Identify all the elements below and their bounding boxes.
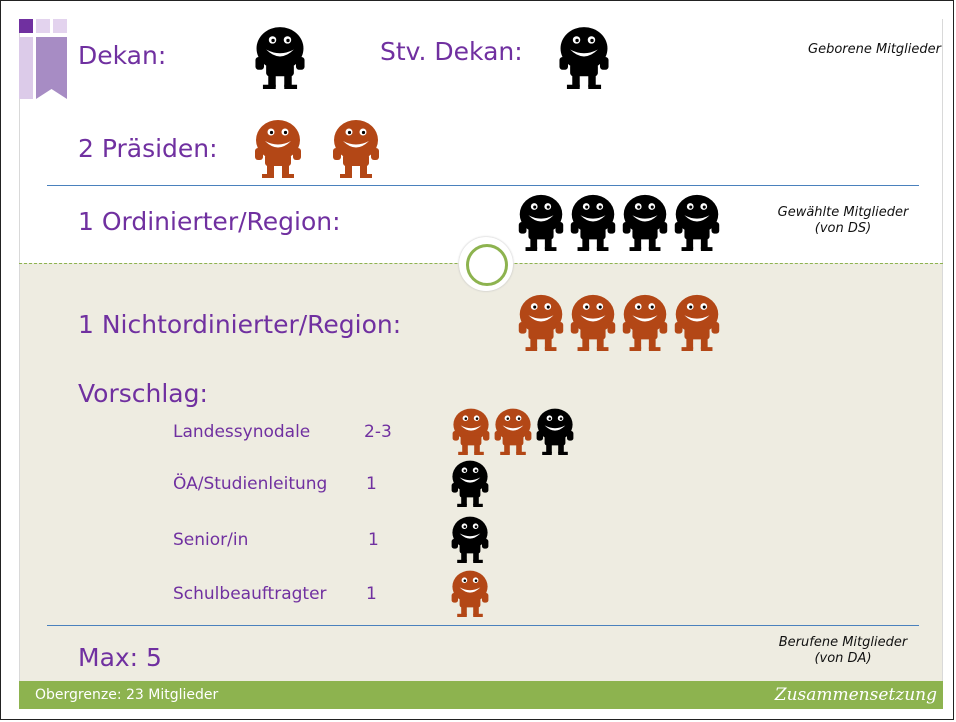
ordinierter-label: 1 Ordinierter/Region: — [78, 207, 341, 236]
smiling-figure-icon — [671, 293, 723, 351]
smiling-figure-icon — [331, 118, 381, 178]
footer-obergrenze: Obergrenze: 23 Mitglieder — [35, 687, 219, 703]
gewaehlte-note-line1: Gewählte Mitglieder — [777, 205, 909, 220]
smiling-figure-icon — [534, 407, 576, 455]
divider-line-2 — [47, 625, 919, 626]
row-landessynodale-label: Landessynodale — [173, 422, 311, 442]
gewaehlte-note-line2: (von DS) — [814, 221, 872, 236]
gewaehlte-note: Gewählte Mitglieder (von DS) — [753, 205, 933, 237]
berufene-note-line1: Berufene Mitglieder — [778, 635, 908, 650]
smiling-figure-icon — [252, 25, 308, 89]
row-senior-label: Senior/in — [173, 530, 249, 550]
smiling-figure-icon — [619, 193, 671, 251]
row-landessynodale-count: 2-3 — [364, 422, 392, 442]
berufene-note: Berufene Mitglieder (von DA) — [753, 635, 933, 667]
slide-frame — [19, 19, 943, 683]
row-senior-count: 1 — [368, 530, 379, 550]
nichtordinierter-label: 1 Nichtordinierter/Region: — [78, 310, 402, 339]
smiling-figure-icon — [515, 193, 567, 251]
smiling-figure-icon — [492, 407, 534, 455]
max-label: Max: 5 — [78, 643, 162, 672]
row-oea-count: 1 — [366, 474, 377, 494]
smiling-figure-icon — [253, 118, 303, 178]
smiling-figure-icon — [671, 193, 723, 251]
berufene-note-line2: (von DA) — [814, 651, 872, 666]
smiling-figure-icon — [450, 407, 492, 455]
smiling-figure-icon — [450, 515, 490, 563]
footer-bar: Obergrenze: 23 Mitglieder Zusammensetzun… — [19, 681, 943, 709]
ring-icon — [459, 237, 513, 291]
divider-line-1 — [47, 185, 919, 186]
bookmark-logo-icon — [19, 19, 67, 99]
smiling-figure-icon — [556, 25, 612, 89]
stv-dekan-label: Stv. Dekan: — [380, 37, 523, 66]
vorschlag-label: Vorschlag: — [78, 379, 208, 408]
smiling-figure-icon — [450, 569, 490, 617]
smiling-figure-icon — [619, 293, 671, 351]
praesiden-label: 2 Präsiden: — [78, 134, 218, 163]
row-oea-label: ÖA/Studienleitung — [173, 474, 328, 494]
smiling-figure-icon — [450, 459, 490, 507]
row-schulbeauftragter-count: 1 — [366, 584, 377, 604]
dekan-label: Dekan: — [78, 41, 167, 70]
smiling-figure-icon — [515, 293, 567, 351]
geborene-note: Geborene Mitglieder — [808, 42, 941, 57]
smiling-figure-icon — [567, 193, 619, 251]
footer-title: Zusammensetzung — [774, 685, 937, 705]
row-schulbeauftragter-label: Schulbeauftragter — [173, 584, 327, 604]
smiling-figure-icon — [567, 293, 619, 351]
